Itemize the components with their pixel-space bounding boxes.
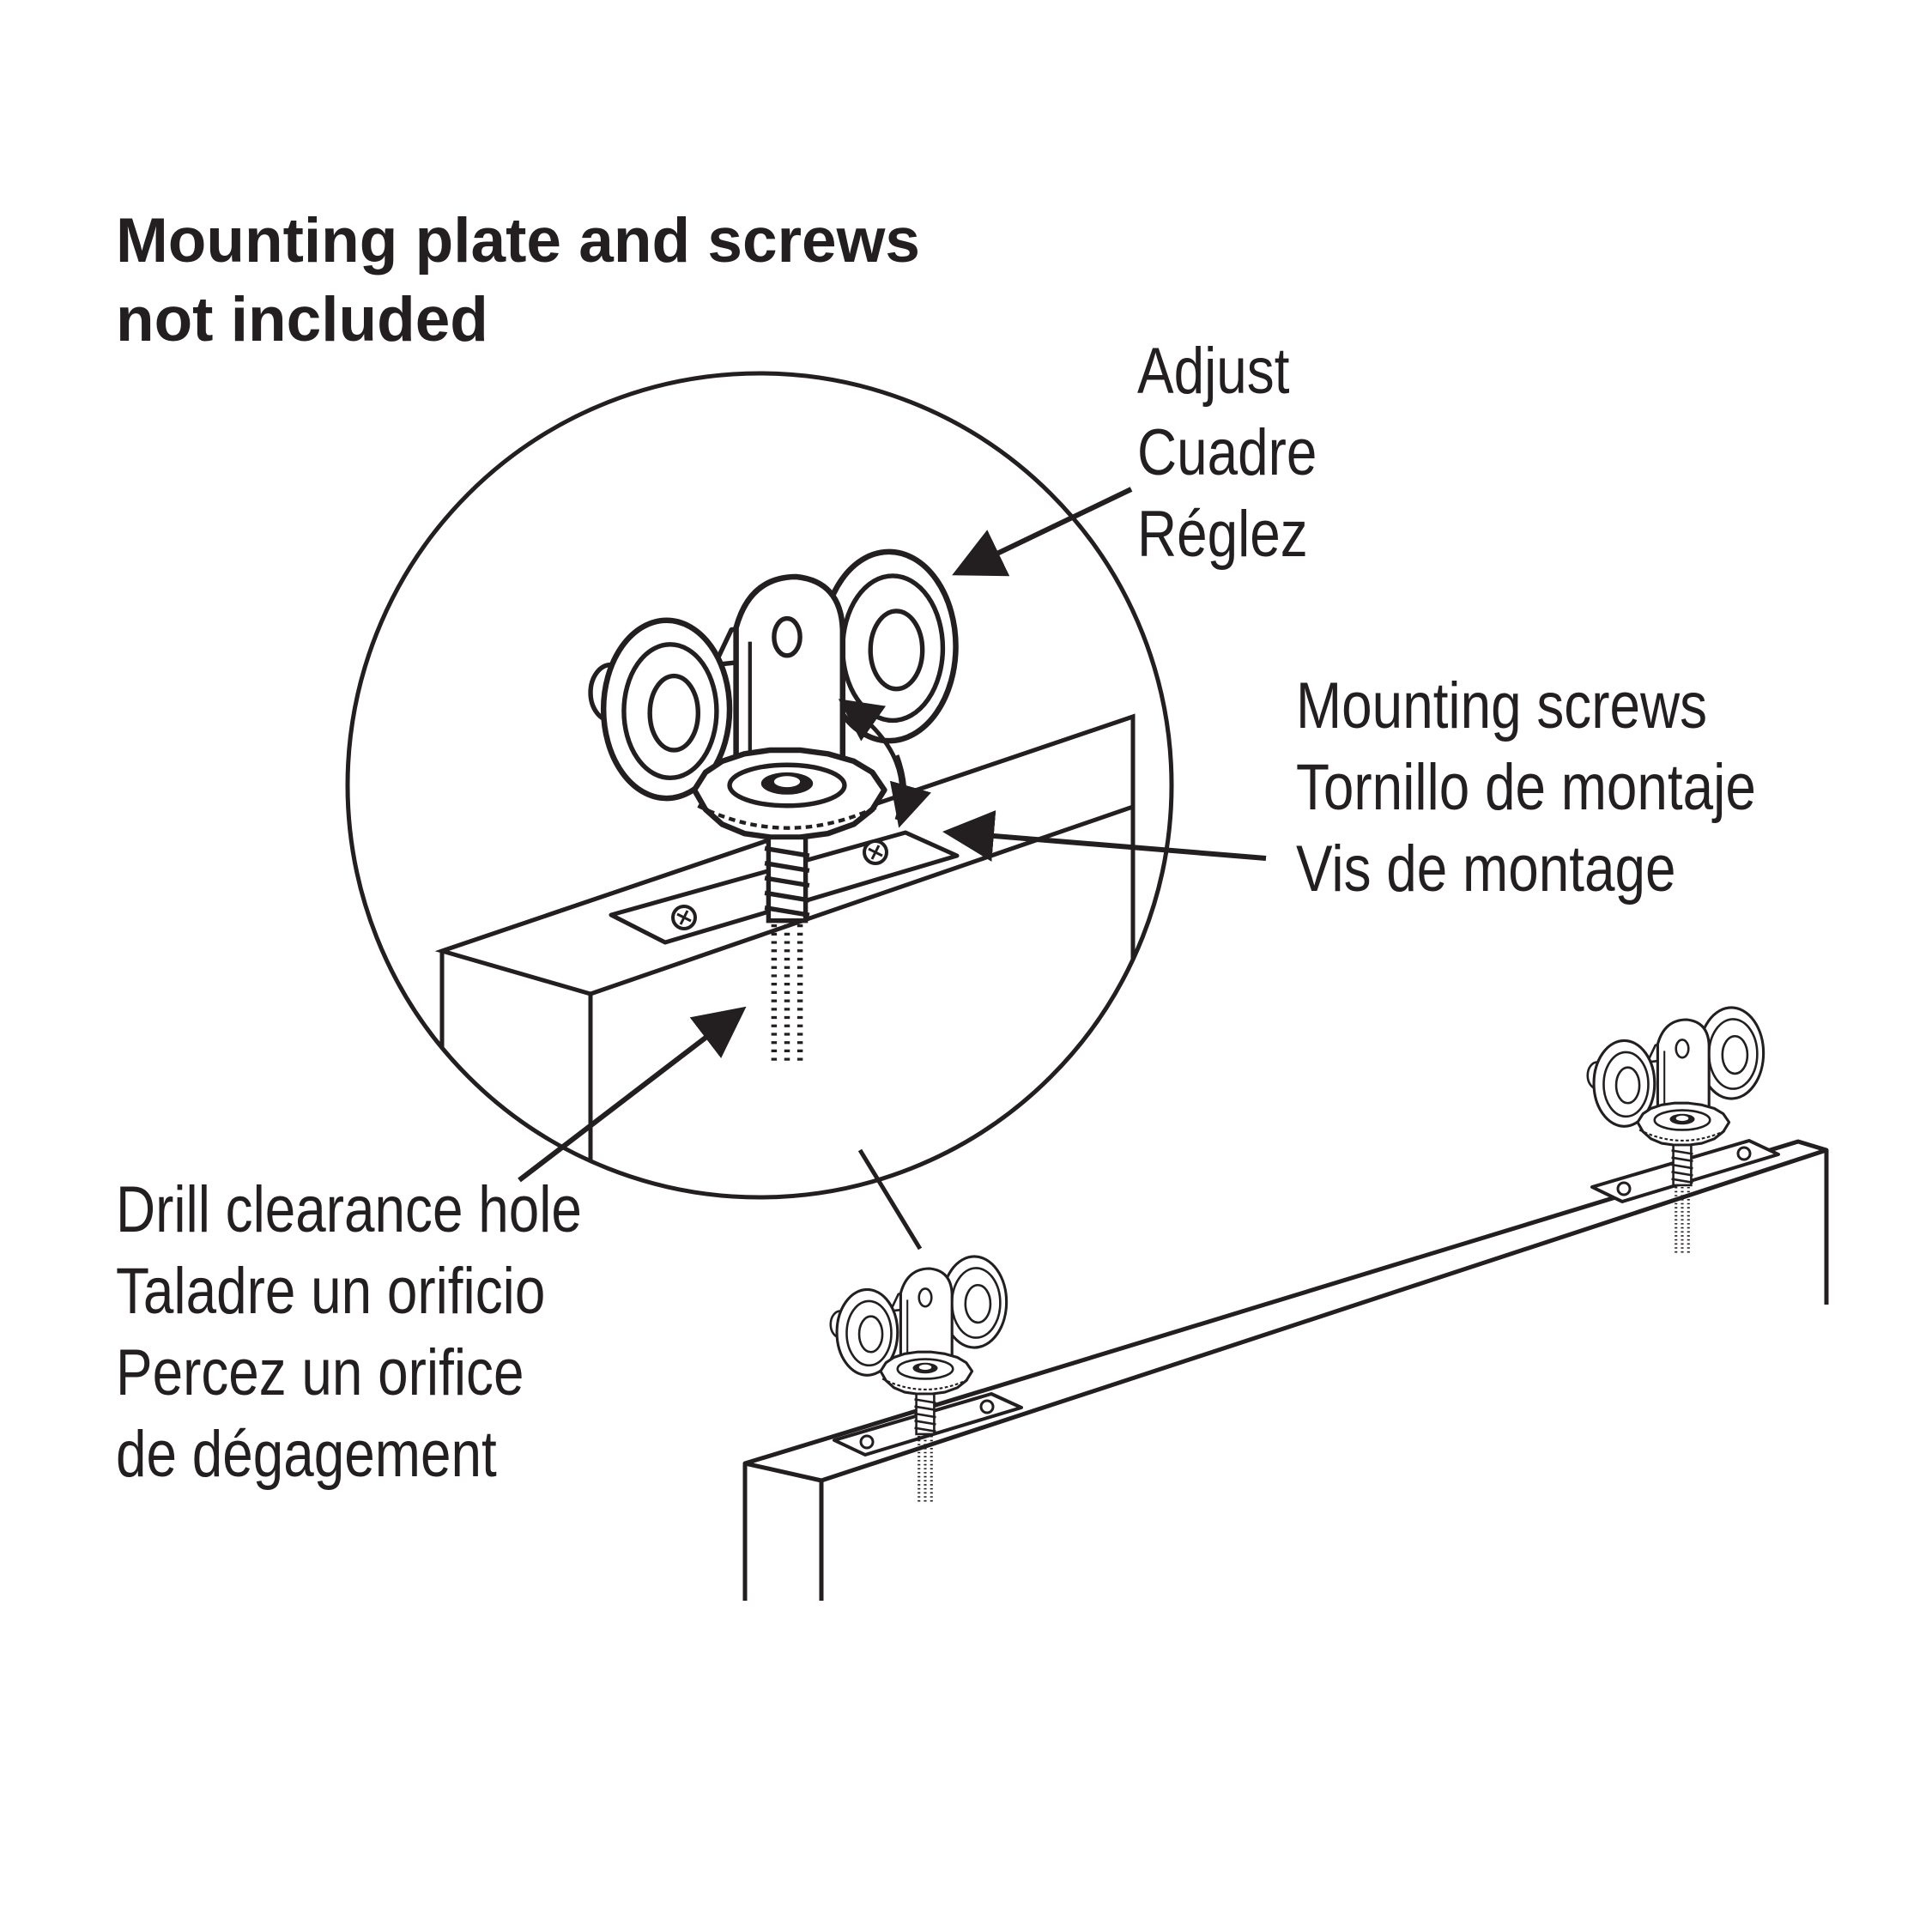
callout-line: de dégagement (116, 1418, 497, 1491)
callout-line: Cuadre (1137, 416, 1317, 489)
drill-hole-callout: Drill clearance hole Taladre un orificio… (116, 1169, 582, 1495)
callout-line: Mounting screws (1296, 669, 1707, 742)
callout-line: Vis de montage (1296, 833, 1676, 905)
adjust-arrow (952, 487, 1133, 577)
leader-line (857, 1148, 923, 1251)
mounting-screws-arrow (942, 810, 1267, 862)
mounting-screws-callout: Mounting screws Tornillo de montaje Vis … (1296, 665, 1756, 910)
callout-line: Tornillo de montaje (1296, 751, 1756, 824)
note-line: Mounting plate and screws (116, 206, 920, 276)
detail-door-top (434, 552, 1136, 1197)
screw-head-icon (863, 839, 888, 865)
callout-line: Réglez (1137, 498, 1308, 571)
adjust-callout: Adjust Cuadre Réglez (1137, 330, 1317, 575)
callout-line: Percez un orifice (116, 1336, 524, 1409)
callout-line: Taladre un orificio (116, 1255, 546, 1328)
note-line: not included (116, 285, 488, 354)
not-included-note: Mounting plate and screws not included (116, 202, 920, 360)
adjust-curved-arrow-icon (889, 754, 932, 828)
drill-hole-arrow (518, 1006, 747, 1183)
callout-line: Adjust (1137, 335, 1290, 408)
callout-line: Drill clearance hole (116, 1173, 582, 1246)
overview-door (742, 1139, 1829, 1601)
screw-head-icon (671, 905, 697, 930)
detail-magnifier (345, 371, 1174, 1251)
